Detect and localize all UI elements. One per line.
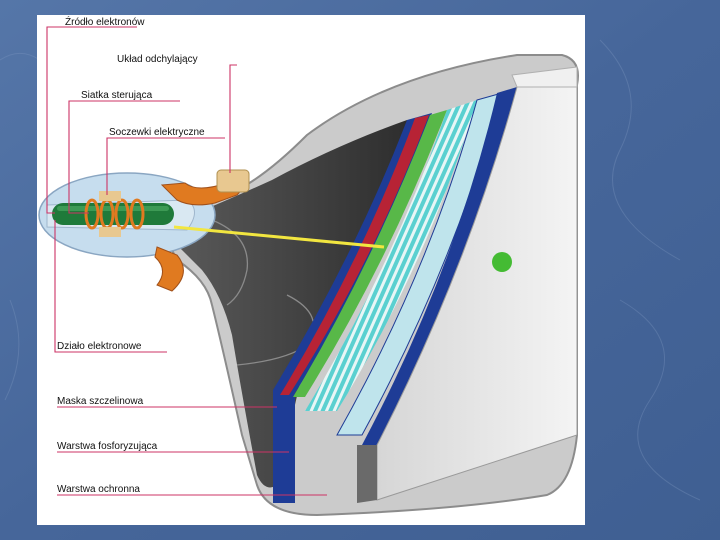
gun-collar-top [99,191,121,201]
label-control-grid: Siatka sterująca [81,90,153,101]
outer-blue-edge [362,87,517,445]
label-shadow-mask: Maska szczelinowa [57,396,144,407]
tube-interior [172,120,417,488]
glass-face-side [357,445,377,503]
label-deflection-system: Układ odchylający [117,54,198,65]
label-protective-layer: Warstwa ochronna [57,484,140,495]
leader-lines [46,26,327,496]
gun-collar-bottom [99,227,121,237]
glass-face-top [511,66,578,88]
glass-face-front [376,86,578,501]
label-electron-source: Źródło elektronów [65,17,145,28]
label-electron-gun: Działo elektronowe [57,341,142,352]
crt-diagram [38,26,579,517]
phosphor-colour-band [280,115,429,395]
deflection-yoke-bottom [154,246,184,292]
interior-arc-1 [196,214,249,306]
diagram-panel: Źródło elektronów Układ odchylający Siat… [37,15,585,525]
screen-dot [492,252,512,272]
phosphor-green-band [293,110,447,397]
label-electric-lenses: Soczewki elektryczne [109,127,205,138]
deflection-block [216,169,250,193]
phosphor-layer [305,100,477,411]
electron-beam [173,225,385,249]
label-phosphor-layer: Warstwa fosforyzująca [57,441,158,452]
